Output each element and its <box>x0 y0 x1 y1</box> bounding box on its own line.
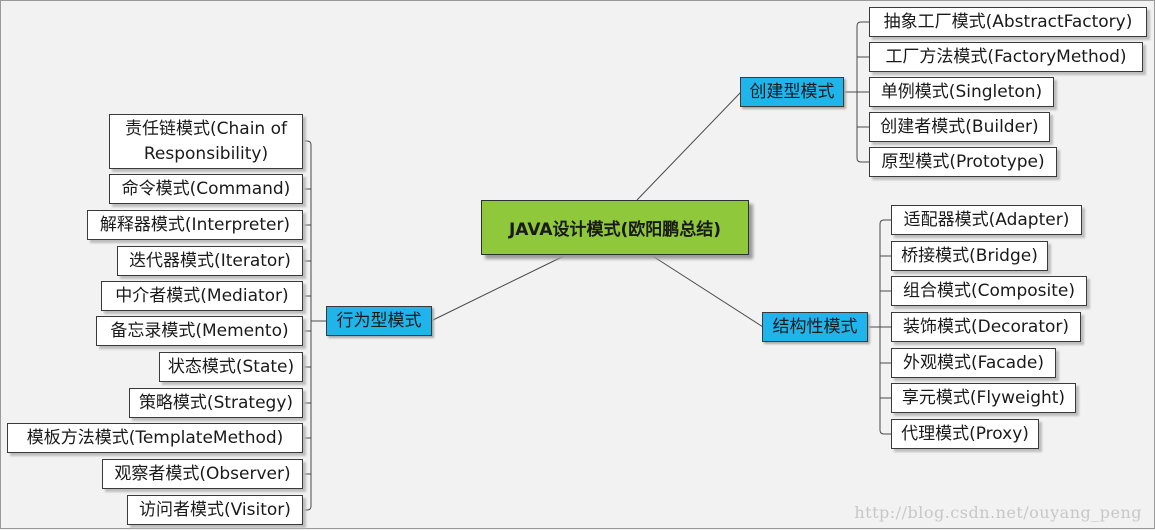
leaf-bridge: 桥接模式(Bridge) <box>891 241 1048 271</box>
category-behavioral: 行为型模式 <box>326 306 432 336</box>
category-structural: 结构性模式 <box>762 312 868 342</box>
leaf-chain-of-responsibility: 责任链模式(Chain of Responsibility) <box>109 114 303 169</box>
category-creational: 创建型模式 <box>740 77 844 107</box>
leaf-proxy: 代理模式(Proxy) <box>891 419 1039 449</box>
leaf-builder: 创建者模式(Builder) <box>869 112 1050 142</box>
leaf-strategy: 策略模式(Strategy) <box>129 388 303 418</box>
leaf-observer: 观察者模式(Observer) <box>102 459 303 489</box>
leaf-decorator: 装饰模式(Decorator) <box>891 312 1081 342</box>
leaf-singleton: 单例模式(Singleton) <box>869 77 1054 107</box>
leaf-mediator: 中介者模式(Mediator) <box>101 281 303 311</box>
leaf-factory-method: 工厂方法模式(FactoryMethod) <box>869 42 1143 72</box>
leaf-facade: 外观模式(Facade) <box>891 348 1056 378</box>
leaf-visitor: 访问者模式(Visitor) <box>127 495 303 525</box>
leaf-abstract-factory: 抽象工厂模式(AbstractFactory) <box>869 7 1147 37</box>
leaf-state: 状态模式(State) <box>159 352 303 382</box>
leaf-adapter: 适配器模式(Adapter) <box>891 205 1082 235</box>
leaf-iterator: 迭代器模式(Iterator) <box>117 246 303 276</box>
leaf-flyweight: 享元模式(Flyweight) <box>891 383 1076 413</box>
root-node: JAVA设计模式(欧阳鹏总结) <box>481 200 749 255</box>
leaf-interpreter: 解释器模式(Interpreter) <box>87 210 303 240</box>
leaf-memento: 备忘录模式(Memento) <box>96 316 303 346</box>
leaf-template-method: 模板方法模式(TemplateMethod) <box>7 423 303 453</box>
leaf-composite: 组合模式(Composite) <box>891 276 1087 306</box>
leaf-prototype: 原型模式(Prototype) <box>869 147 1057 177</box>
watermark-url: http://blog.csdn.net/ouyang_peng <box>854 503 1142 522</box>
leaf-command: 命令模式(Command) <box>109 174 303 204</box>
